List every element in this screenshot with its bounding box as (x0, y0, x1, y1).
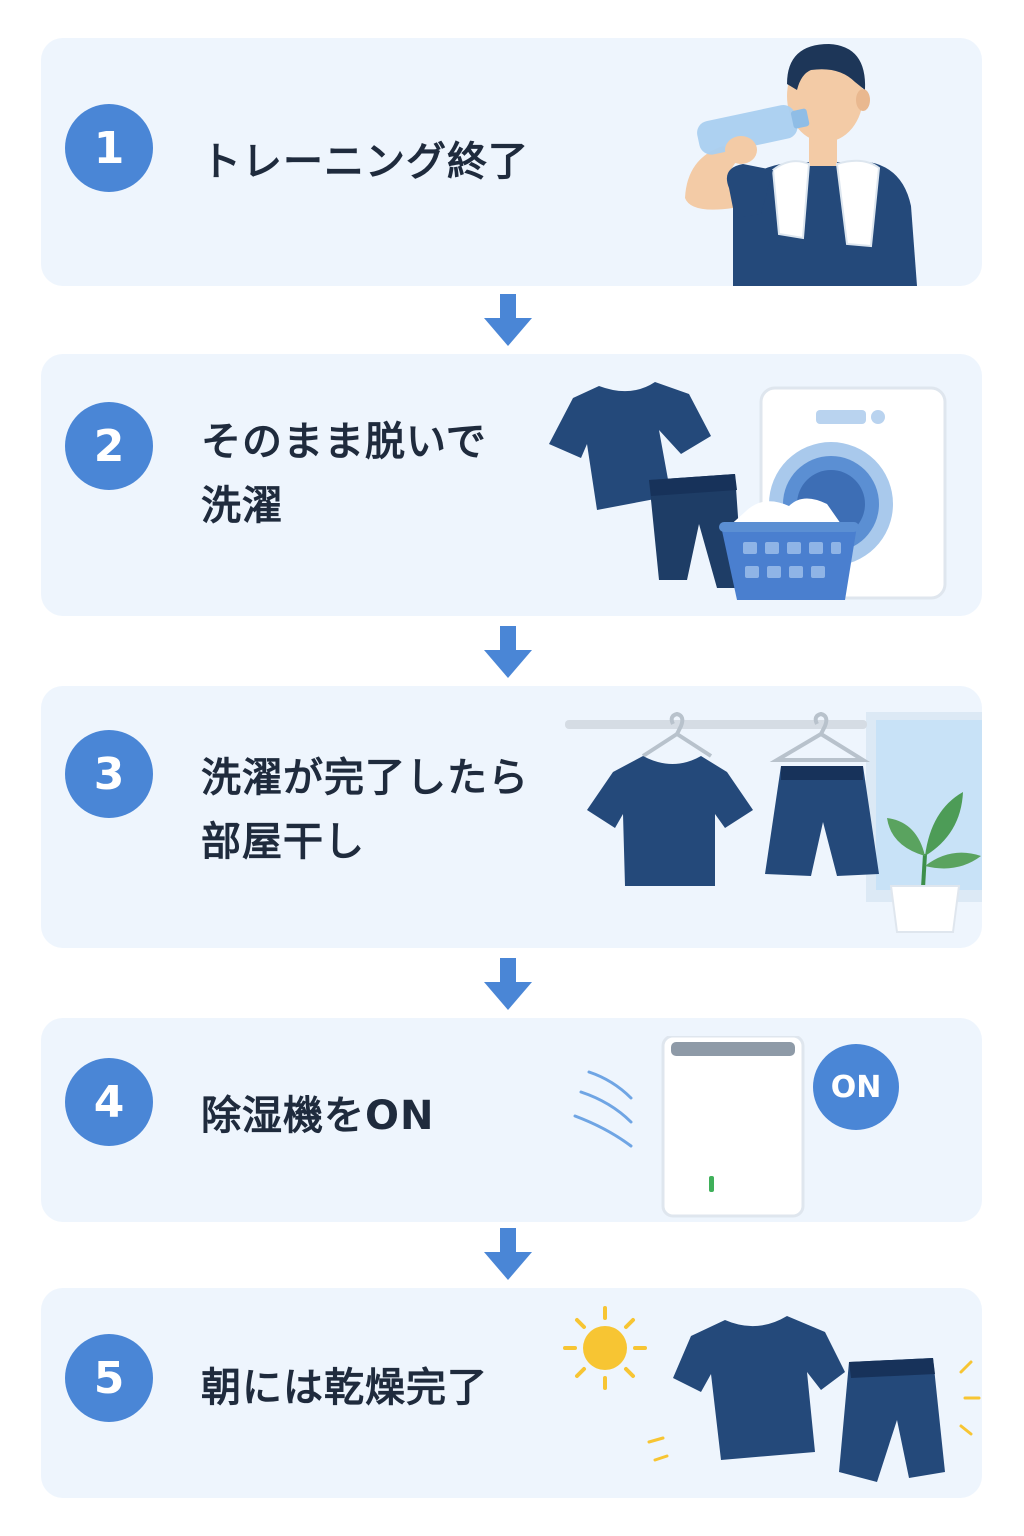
step-label: そのまま脱いで 洗濯 (201, 410, 487, 538)
down-arrow-icon (484, 958, 532, 1010)
step-label-line: 部屋干し (201, 819, 365, 865)
step-number-badge: 3 (65, 730, 153, 818)
dry-clothes-sun-illustration (563, 1306, 981, 1482)
down-arrow-icon (484, 294, 532, 346)
laundry-illustration (549, 382, 947, 600)
step-card-3: 3 洗濯が完了したら 部屋干し (41, 686, 982, 948)
on-status-badge: ON (813, 1044, 899, 1130)
step-label: トレーニング終了 (201, 130, 529, 194)
down-arrow-icon (484, 1228, 532, 1280)
step-card-1: 1 トレーニング終了 (41, 38, 982, 286)
step-number-badge: 4 (65, 1058, 153, 1146)
step-card-2: 2 そのまま脱いで 洗濯 (41, 354, 982, 616)
man-drinking-water-illustration (685, 44, 917, 286)
step-card-4: 4 除湿機をON ON (41, 1018, 982, 1222)
step-label: 朝には乾燥完了 (201, 1356, 488, 1420)
step-number-badge: 2 (65, 402, 153, 490)
indoor-drying-illustration (565, 711, 982, 933)
step-label-line: 洗濯が完了したら (201, 755, 529, 801)
dehumidifier-illustration (573, 1036, 805, 1218)
step-number-badge: 5 (65, 1334, 153, 1422)
step-label-line: 除湿機をON (201, 1093, 435, 1139)
step-card-5: 5 朝には乾燥完了 (41, 1288, 982, 1498)
down-arrow-icon (484, 626, 532, 678)
step-label: 除湿機をON (201, 1084, 434, 1148)
step-label-line: 朝には乾燥完了 (201, 1365, 488, 1411)
step-label-line: そのまま脱いで (201, 419, 487, 465)
step-label-line: トレーニング終了 (201, 139, 529, 185)
step-label: 洗濯が完了したら 部屋干し (201, 746, 529, 874)
sun-icon (563, 1306, 647, 1390)
step-label-line: 洗濯 (201, 483, 283, 529)
step-number-badge: 1 (65, 104, 153, 192)
